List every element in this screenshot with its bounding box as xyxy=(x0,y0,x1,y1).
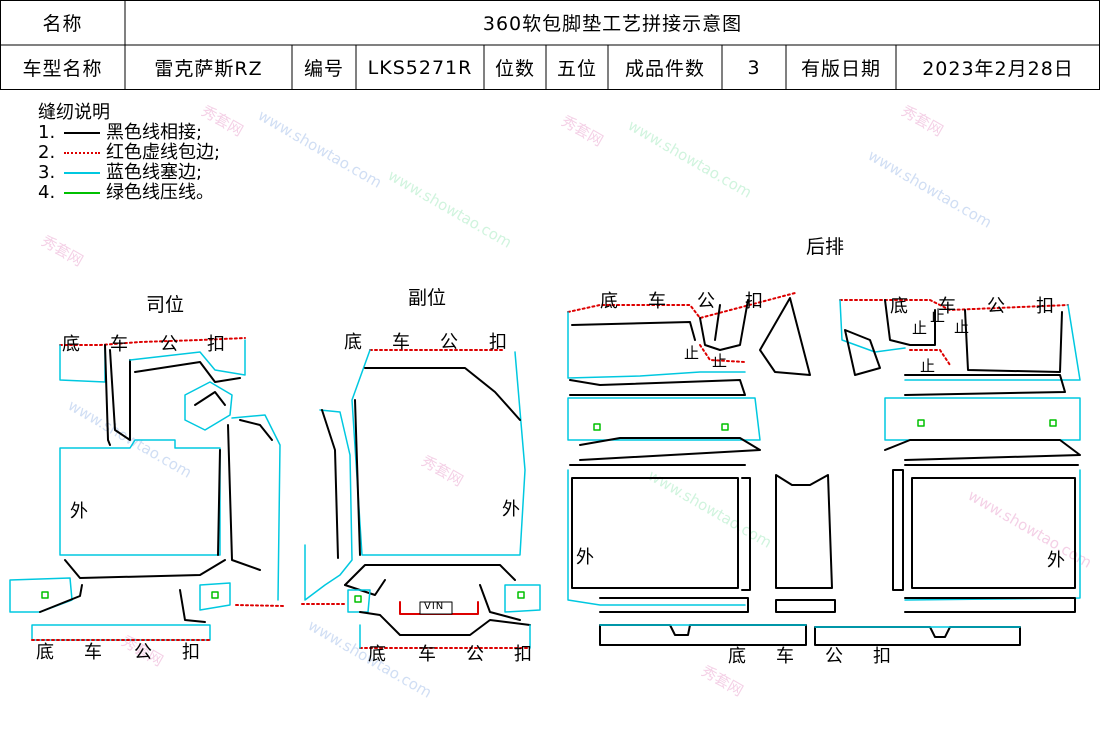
label-gong: 公 xyxy=(160,334,178,355)
label-wai: 外 xyxy=(576,547,594,568)
label-di: 底 xyxy=(36,642,54,663)
section-rear: 后排 xyxy=(806,236,845,258)
label-gong: 公 xyxy=(134,642,152,663)
name-label: 名称 xyxy=(42,13,83,35)
model-label: 车型名称 xyxy=(22,58,103,80)
label-kou: 扣 xyxy=(873,646,891,667)
label-zhi: 止 xyxy=(954,318,970,336)
legend-item-cyan: 3. 蓝色线塞边; xyxy=(38,163,220,183)
rear-right-mat xyxy=(814,299,1081,646)
driver-mat xyxy=(9,337,285,641)
label-wai: 外 xyxy=(70,501,88,522)
passenger-mat xyxy=(301,349,541,649)
label-wai: 外 xyxy=(502,499,520,520)
label-zhi: 止 xyxy=(920,357,936,375)
label-gong: 公 xyxy=(987,296,1005,317)
section-passenger: 副位 xyxy=(408,287,447,309)
rear-left-mat xyxy=(567,292,836,646)
label-di: 底 xyxy=(890,296,908,317)
legend-num: 2. xyxy=(38,142,56,163)
legend-item-green: 4. 绿色线压线。 xyxy=(38,183,220,203)
label-zhi: 止 xyxy=(930,307,946,325)
label-gong: 公 xyxy=(466,644,484,665)
green-line-swatch xyxy=(64,192,100,194)
vin-label: VIN xyxy=(424,601,445,612)
label-che: 车 xyxy=(938,296,956,317)
legend-num: 3. xyxy=(38,162,56,183)
label-gong: 公 xyxy=(825,646,843,667)
label-kou: 扣 xyxy=(207,334,225,355)
label-che: 车 xyxy=(418,644,436,665)
label-di: 底 xyxy=(728,646,746,667)
date-value: 2023年2月28日 xyxy=(922,58,1074,80)
legend-num: 4. xyxy=(38,182,56,203)
header-table: 名称 360软包脚垫工艺拼接示意图 车型名称 雷克萨斯RZ 编号 LKS5271… xyxy=(0,0,1100,90)
label-kou: 扣 xyxy=(514,644,532,665)
legend-text: 绿色线压线。 xyxy=(106,182,214,203)
label-che: 车 xyxy=(648,291,666,312)
label-di: 底 xyxy=(368,644,386,665)
legend-num: 1. xyxy=(38,122,56,143)
label-zhi: 止 xyxy=(684,344,700,362)
label-kou: 扣 xyxy=(1036,296,1054,317)
legend-item-red: 2. 红色虚线包边; xyxy=(38,143,220,163)
label-kou: 扣 xyxy=(489,332,507,353)
legend-title: 缝纫说明 xyxy=(38,102,110,123)
red-dotted-swatch xyxy=(64,152,100,154)
label-che: 车 xyxy=(110,334,128,355)
label-che: 车 xyxy=(392,332,410,353)
label-kou: 扣 xyxy=(182,642,200,663)
code-value: LKS5271R xyxy=(367,56,473,79)
date-label: 有版日期 xyxy=(800,58,881,80)
label-zhi: 止 xyxy=(912,319,928,337)
seats-value: 五位 xyxy=(556,58,597,80)
label-gong: 公 xyxy=(697,291,715,312)
black-line-swatch xyxy=(64,132,100,134)
page-title: 360软包脚垫工艺拼接示意图 xyxy=(482,13,743,35)
model-value: 雷克萨斯RZ xyxy=(154,58,263,80)
label-che: 车 xyxy=(776,646,794,667)
legend-text: 红色虚线包边; xyxy=(106,142,221,163)
label-kou: 扣 xyxy=(745,291,763,312)
code-label: 编号 xyxy=(303,58,344,80)
section-driver: 司位 xyxy=(146,294,185,316)
sewing-legend: 缝纫说明 1. 黑色线相接; 2. 红色虚线包边; 3. 蓝色线塞边; 4. 绿… xyxy=(38,103,220,203)
label-di: 底 xyxy=(62,334,80,355)
cyan-line-swatch xyxy=(64,172,100,174)
label-di: 底 xyxy=(600,291,618,312)
legend-text: 蓝色线塞边; xyxy=(106,162,203,183)
legend-text: 黑色线相接; xyxy=(106,122,203,143)
label-wai: 外 xyxy=(1047,550,1065,571)
seats-label: 位数 xyxy=(494,58,535,80)
pieces-value: 3 xyxy=(747,56,761,79)
label-zhi: 止 xyxy=(712,352,728,370)
legend-item-black: 1. 黑色线相接; xyxy=(38,123,220,143)
label-di: 底 xyxy=(344,332,362,353)
label-gong: 公 xyxy=(440,332,458,353)
pieces-label: 成品件数 xyxy=(624,58,705,80)
label-che: 车 xyxy=(84,642,102,663)
